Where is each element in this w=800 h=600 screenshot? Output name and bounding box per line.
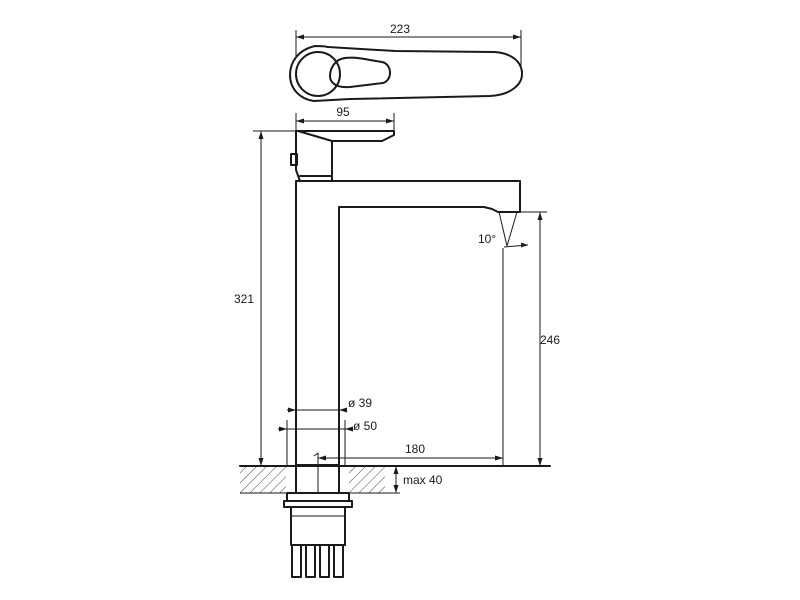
dim-handle-width-label: 95 [336, 105, 350, 119]
countertop-left-hatch [240, 466, 286, 493]
dim-handle-length-label: 223 [390, 22, 410, 36]
top-view: 223 [289, 22, 523, 102]
side-view: 10° [283, 130, 529, 578]
dim-max-thickness-label: max 40 [403, 473, 443, 487]
dim-total-height-label: 321 [234, 292, 254, 306]
hose-fitting-4 [333, 544, 344, 578]
lever-side-button [290, 153, 298, 166]
dim-base-diameter-label: ø 50 [353, 419, 377, 433]
hose-fitting-3 [319, 544, 330, 578]
handle-outline-top [289, 45, 523, 102]
fixing-nut [286, 492, 350, 502]
lever-handle [295, 130, 395, 182]
faucet-body-spout [295, 180, 521, 466]
countertop-right-hatch [349, 466, 385, 493]
handle-lever-top [329, 56, 391, 89]
dim-body-diameter-label: ø 39 [348, 396, 372, 410]
hose-fitting-2 [305, 544, 316, 578]
dim-spout-reach-label: 180 [405, 442, 425, 456]
dimension-lines: 95 321 246 ø 39 ø 50 180 [234, 105, 560, 493]
dim-spout-angle-label: 10° [478, 232, 496, 246]
dim-spout-height-label: 246 [540, 333, 560, 347]
countertop-section [239, 465, 551, 494]
handle-hub-circle [295, 51, 341, 97]
hose-fitting-1 [291, 544, 302, 578]
hose-connector [290, 506, 346, 546]
